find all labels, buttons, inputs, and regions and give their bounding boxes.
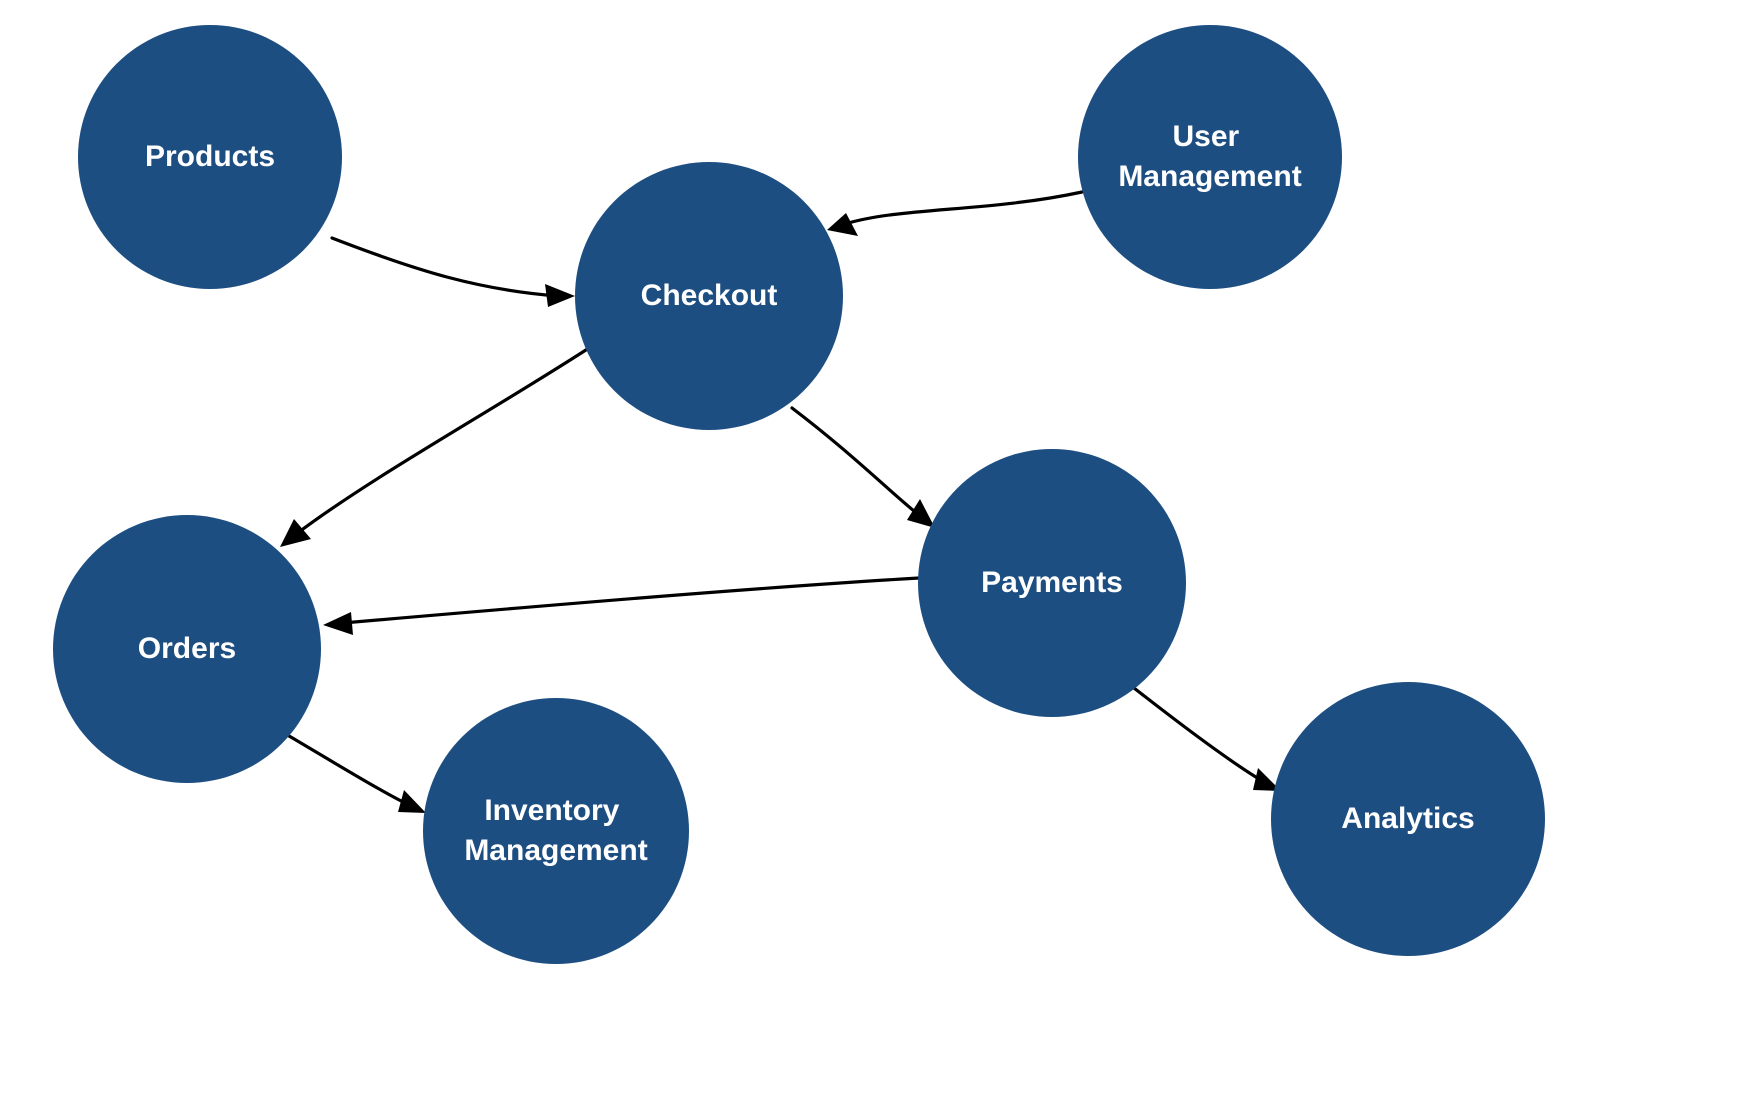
- arrowhead-icon: [280, 519, 311, 547]
- node-analytics[interactable]: Analytics: [1271, 682, 1545, 956]
- node-user-management[interactable]: User Management: [1078, 25, 1342, 289]
- node-checkout[interactable]: Checkout: [575, 162, 843, 430]
- edge-layer: [280, 190, 1281, 813]
- node-layer: Products Checkout User Management: [53, 25, 1545, 964]
- node-analytics-shape[interactable]: [1271, 682, 1545, 956]
- edge-checkout-payments[interactable]: [790, 406, 935, 528]
- edge-checkout-orders[interactable]: [280, 346, 591, 547]
- node-orders[interactable]: Orders: [53, 515, 321, 783]
- node-payments-shape[interactable]: [918, 449, 1186, 717]
- arrowhead-icon: [1253, 768, 1281, 791]
- node-user-management-shape[interactable]: [1078, 25, 1342, 289]
- node-orders-shape[interactable]: [53, 515, 321, 783]
- edge-products-checkout[interactable]: [330, 236, 575, 307]
- arrowhead-icon: [827, 213, 858, 236]
- arrowhead-icon: [398, 790, 426, 813]
- node-inventory-management[interactable]: Inventory Management: [423, 698, 689, 964]
- arrowhead-icon: [907, 499, 935, 528]
- node-checkout-shape[interactable]: [575, 162, 843, 430]
- edge-orders-inventory[interactable]: [282, 731, 426, 813]
- node-inventory-management-shape[interactable]: [423, 698, 689, 964]
- edge-payments-orders[interactable]: [323, 576, 921, 635]
- edge-usermgmt-checkout[interactable]: [827, 190, 1084, 236]
- arrowhead-icon: [545, 284, 575, 307]
- node-products-shape[interactable]: [78, 25, 342, 289]
- node-payments[interactable]: Payments: [918, 449, 1186, 717]
- arrowhead-icon: [323, 612, 353, 635]
- edge-payments-analytics[interactable]: [1132, 686, 1281, 791]
- node-products[interactable]: Products: [78, 25, 342, 289]
